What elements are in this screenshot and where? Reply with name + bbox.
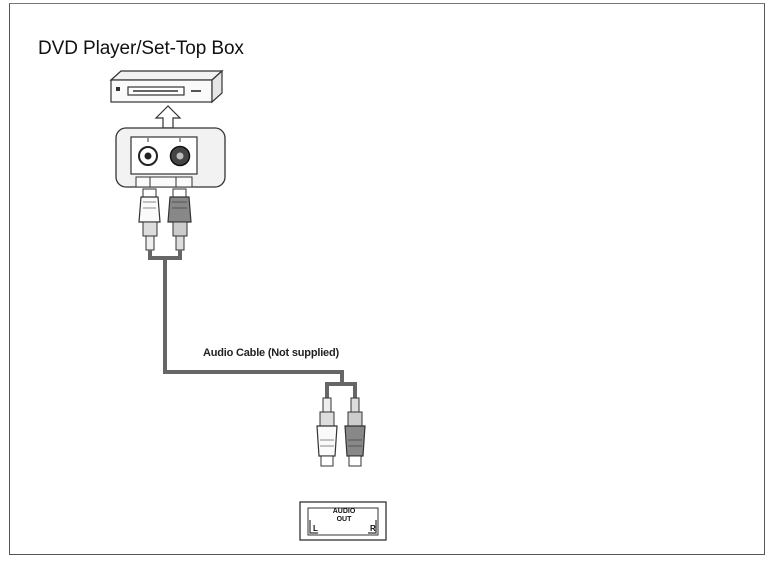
rca-jack-panel-icon	[115, 127, 226, 188]
audio-cable	[148, 250, 357, 398]
audio-out-panel-icon	[299, 501, 387, 541]
diagram-title: DVD Player/Set-Top Box	[38, 38, 244, 59]
rca-plug-icon	[138, 188, 192, 251]
out-label: OUT	[336, 516, 352, 523]
audio-label: AUDIO	[332, 508, 356, 515]
cable-label: Audio Cable (Not supplied)	[203, 347, 339, 359]
rca-plug-icon	[316, 397, 366, 467]
right-channel-label: R	[370, 524, 376, 533]
dvd-player-icon	[109, 69, 224, 104]
up-arrow-icon	[154, 105, 182, 129]
left-channel-label: L	[313, 524, 318, 533]
